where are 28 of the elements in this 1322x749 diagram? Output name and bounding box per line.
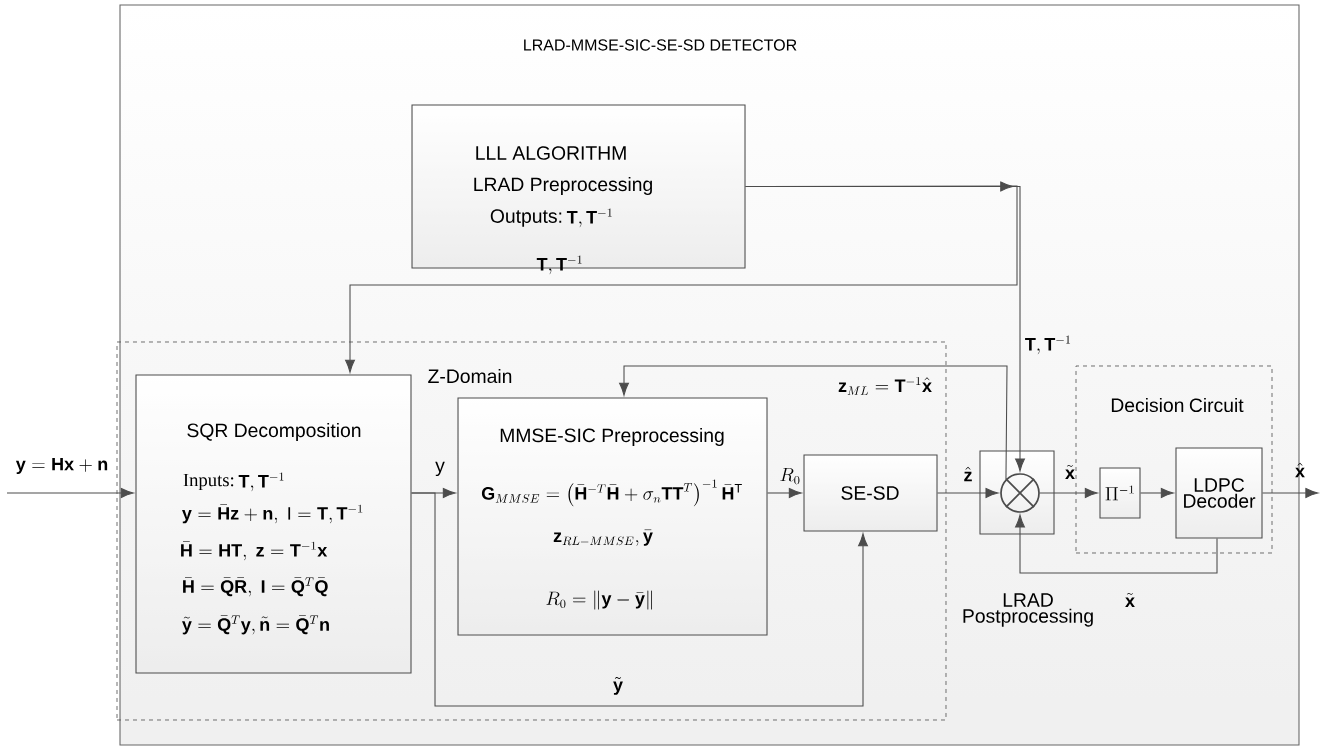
arrow: [937, 488, 999, 498]
edge-label: $\mathbf{z}_{ML}=\mathbf{T}^{-1}\hat{\mathbf{x}}$: [838, 376, 932, 395]
arrow: [619, 365, 1008, 480]
arrow: [1262, 488, 1319, 498]
arrow: [767, 488, 802, 498]
edge-label: $\mathbf{T},\mathbf{T}^{-1}$: [536, 255, 582, 275]
edge-label: $\mathbf{T},\mathbf{T}^{-1}$: [1025, 335, 1071, 355]
edge-label: $R_{0}$: [780, 468, 800, 485]
edge-label: $\tilde{\mathbf{x}}$: [1125, 593, 1135, 607]
edge-label: $\tilde{\mathbf{x}}$: [1065, 465, 1075, 479]
arrow: [1039, 488, 1098, 498]
process-box: SE-SD: [803, 454, 938, 532]
edge-label: $\hat{\mathbf{x}}$: [1295, 462, 1305, 478]
process-box: SQR Decomposition Inputs: $\mathbf{T},\mathbf{T}^{-1}$ $\mathbf{y}=\bar{\mathbf{H}}\mathbf{z}+\mathbf{n},\ \mathrm{I}=\mathbf{T},\mathbf{T}^{-1}$ $\bar{\mathbf{H}}=\mathbf{HT},\ \mathbf{z}=\mathbf{T}^{-1}\mathbf{x}$ $\bar{\mathbf{H}}=\bar{\mathbf{Q}}\bar{\mathbf{R}},\ \mathbf{I}=\bar{\mathbf{Q}}^{T}\bar{\mathbf{Q}}$ $\tilde{\mathbf{y}}=\bar{\mathbf{Q}}^{T}\mathbf{y},\tilde{\mathbf{n}}=\bar{\mathbf{Q}}^{T}\mathbf{n}$: [135, 374, 412, 674]
edge-label: $\mathbf{y}=\mathbf{Hx}+\mathbf{n}$: [15, 457, 108, 475]
edge-label: y: [435, 461, 445, 477]
block-label: LRAD Postprocessing: [963, 593, 1093, 627]
process-box: MMSE-SIC Preprocessing $\mathbf{G}_{MMSE}=\left(\bar{\mathbf{H}}^{-T}\bar{\mathbf{H}}+\sigma_{n}\mathbf{TT}^{T}\right)^{-1}\bar{\mathbf{H}}^{\mathrm{T}}$ $\mathbf{z}_{RL-MMSE},\bar{\mathbf{y}}$ $R_{0}=\left\|\mathbf{y}-\bar{\mathbf{y}}\right\|$: [457, 397, 768, 636]
multiplier-drawing: [1000, 473, 1040, 513]
process-box: LDPC Decoder: [1175, 447, 1263, 539]
edge-label: $\tilde{\mathbf{y}}$: [613, 677, 623, 695]
arrow: [1140, 488, 1174, 498]
arrow: [1015, 514, 1218, 574]
arrow: [411, 492, 868, 707]
arrow: [345, 185, 1018, 373]
process-box: $\Pi^{-1}$: [1099, 467, 1141, 519]
arrow: [6, 488, 134, 498]
edge-label: $\hat{\mathbf{z}}$: [964, 466, 972, 482]
